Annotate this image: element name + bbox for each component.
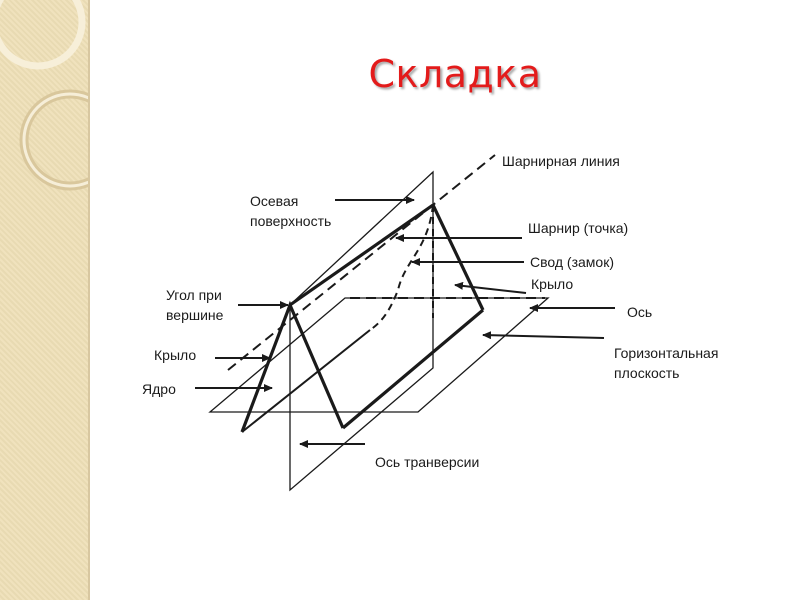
hinge-line-dashed: [227, 154, 496, 371]
decorative-side-band: [0, 0, 90, 600]
decorative-circles: [0, 0, 88, 191]
label-limb-right: Крыло: [531, 276, 574, 292]
label-hinge-line: Шарнирная линия: [502, 153, 620, 169]
label-axial-surface-1: Осевая: [250, 193, 299, 209]
fold-back-profile: [431, 204, 485, 311]
label-transverse-axis: Ось транверсии: [375, 454, 480, 470]
label-interlimb-angle-2: вершине: [166, 307, 224, 323]
horizontal-plane: [208, 297, 550, 413]
label-horizontal-plane-2: плоскость: [614, 365, 680, 381]
label-axial-surface-2: поверхность: [250, 213, 332, 229]
label-hinge-point: Шарнир (точка): [528, 220, 629, 236]
fold-bottom-edge: [341, 308, 485, 430]
label-horizontal-plane-1: Горизонтальная: [614, 345, 719, 361]
back-profile-hidden: [369, 204, 434, 331]
slide-title: Складка: [368, 52, 542, 96]
arrow-horizontal-plane: [482, 331, 605, 340]
arrow-limb-right: [454, 281, 527, 294]
label-axis: Ось: [627, 304, 653, 320]
fold-front-profile: [240, 300, 345, 433]
label-arch: Свод (замок): [530, 254, 614, 270]
label-interlimb-angle-1: Угол при: [166, 287, 222, 303]
label-limb-left: Крыло: [154, 347, 197, 363]
fold-left-edge: [241, 329, 371, 433]
axial-surface: [289, 170, 434, 492]
label-core: Ядро: [142, 381, 176, 397]
fold-crest-line: [289, 203, 434, 307]
